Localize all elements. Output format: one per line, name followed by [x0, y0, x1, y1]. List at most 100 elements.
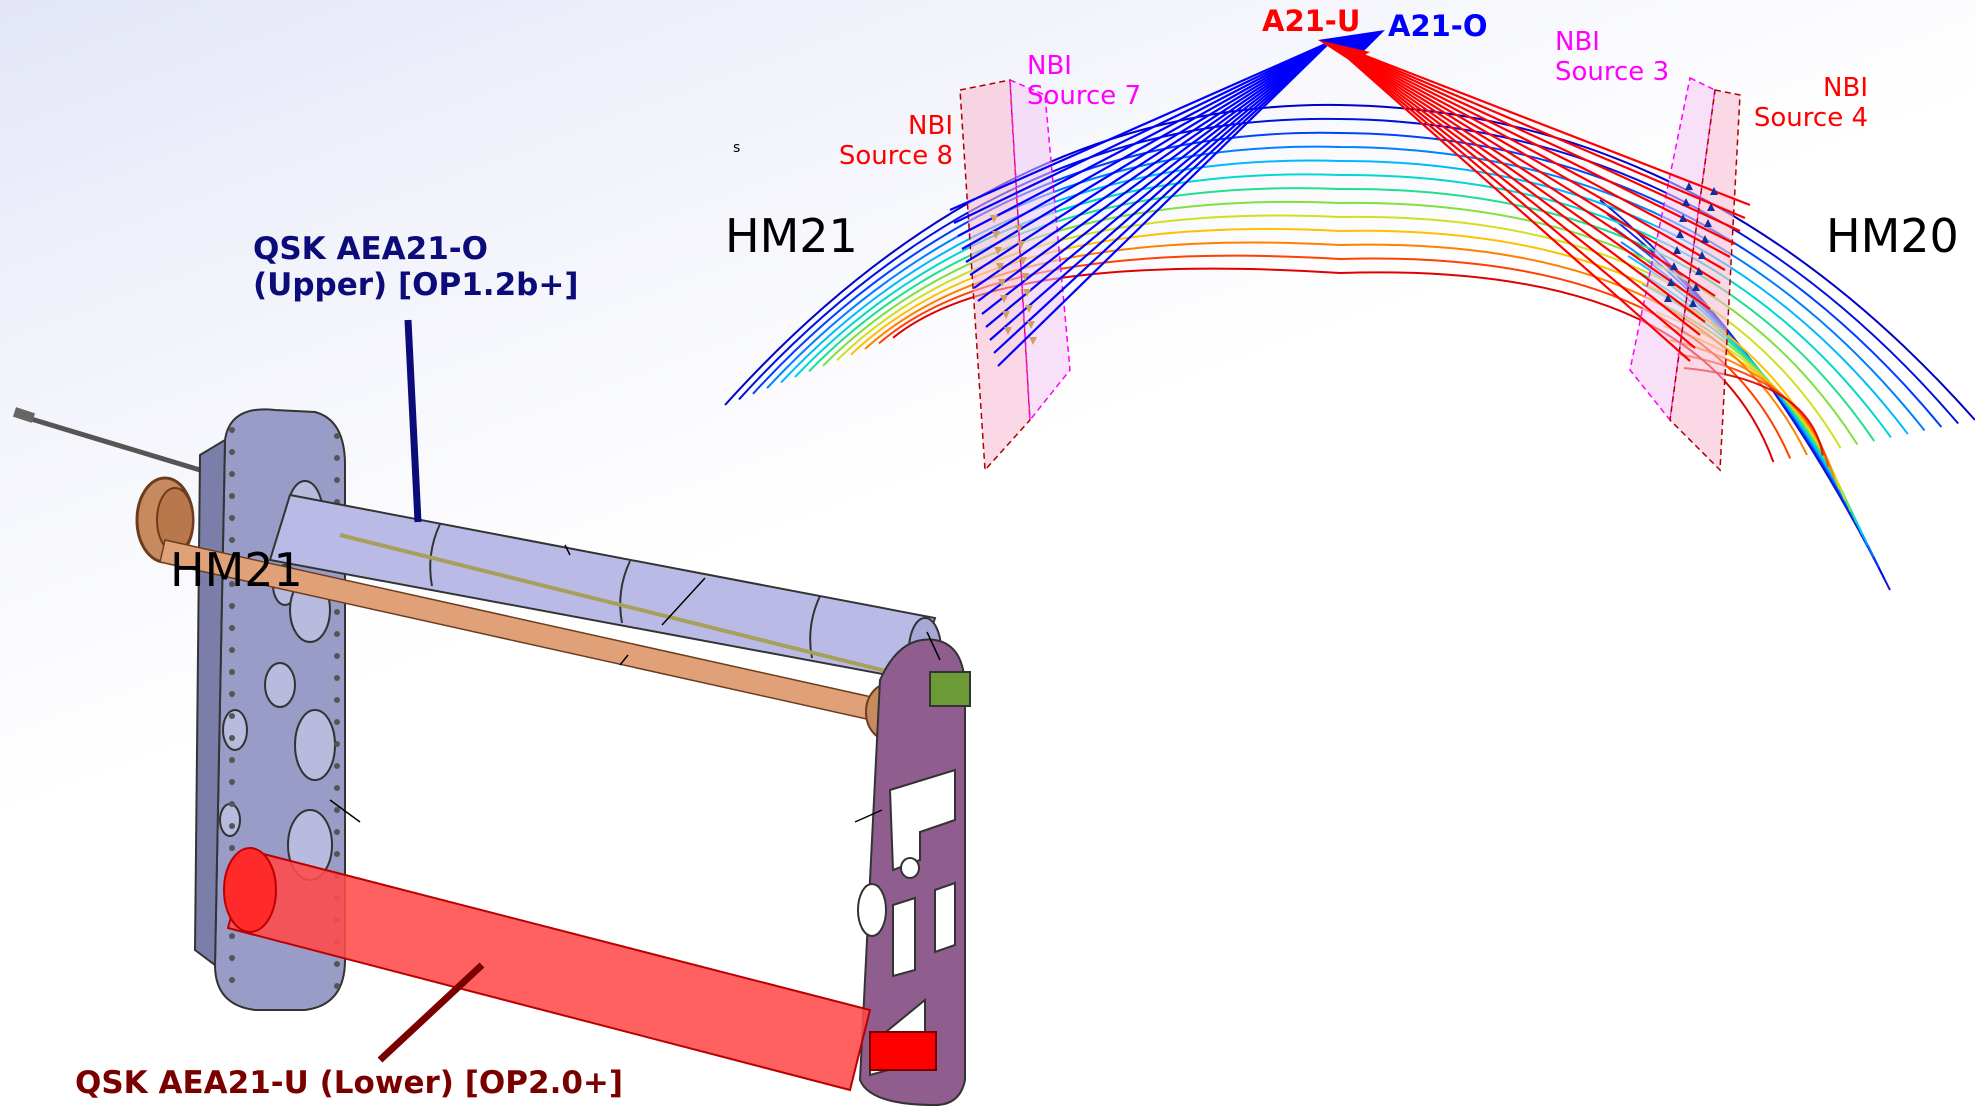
bolt-right-19 [334, 851, 340, 857]
flux-surface-8 [836, 214, 1842, 449]
bolt-left-11 [229, 669, 235, 675]
a21-u-sightline-9 [1329, 41, 1706, 323]
marker-right-a-6 [1667, 278, 1675, 286]
marker-left-a-0 [990, 215, 998, 223]
a21-u-sightline-4 [1329, 41, 1731, 258]
bolt-left-24 [229, 955, 235, 961]
bolt-right-0 [334, 433, 340, 439]
a21-o-sightline-7 [977, 41, 1331, 302]
a21-u-sightline-12 [1329, 41, 1691, 362]
cad-model [12, 319, 971, 1107]
nbi-source-7-beam [1009, 78, 1071, 422]
nbi-source-8-line2: Source 8 [838, 140, 953, 171]
marker-left-a-6 [1002, 311, 1010, 319]
marker-left-a-1 [992, 231, 1000, 239]
marker-right-b-4 [1698, 251, 1706, 259]
bolt-left-15 [229, 757, 235, 763]
a21-u-label: A21-U [1262, 4, 1361, 38]
a21-u-sightlines [1329, 40, 1751, 362]
a21-u-sightline-2 [1329, 41, 1741, 232]
a21-u-sightline-11 [1329, 41, 1696, 349]
a21-u-sightline-10 [1329, 41, 1701, 336]
bolt-left-19 [229, 845, 235, 851]
flux-surface-0 [724, 103, 1975, 421]
bolt-left-7 [229, 581, 235, 587]
hm21-plot-label: HM21 [725, 209, 858, 263]
a21-u-origin-marker [1318, 40, 1370, 62]
bolt-left-8 [229, 603, 235, 609]
nbi-source-3-line2: Source 3 [1555, 56, 1670, 87]
bolt-right-9 [334, 631, 340, 637]
qsk-upper-line2: (Upper) [OP1.2b+] [253, 266, 579, 303]
a21-o-sightline-10 [989, 41, 1331, 341]
a21-o-sightline-11 [993, 41, 1331, 354]
flux-surface-6 [808, 187, 1876, 442]
marker-left-a-3 [996, 263, 1004, 271]
a21-o-sightline-3 [961, 41, 1331, 250]
flux-surface-3 [766, 145, 1926, 432]
marker-left-a-2 [994, 247, 1002, 255]
upper-guide-rail [339, 533, 931, 684]
a21-o-sightline-8 [981, 41, 1331, 315]
nbi-source-3-label: NBI Source 3 [1555, 27, 1670, 88]
marker-right-a-0 [1685, 182, 1693, 190]
flux-surface-4 [780, 159, 1909, 435]
bolt-right-2 [334, 477, 340, 483]
a21-o-sightline-9 [985, 41, 1331, 328]
marker-right-b-7 [1689, 299, 1697, 307]
nbi-source-8-label: NBI Source 8 [833, 111, 953, 172]
marker-right-b-6 [1692, 283, 1700, 291]
a21-o-sightline-0 [949, 40, 1331, 212]
a21-o-sightline-2 [957, 41, 1331, 237]
bolt-right-13 [334, 719, 340, 725]
bolt-left-14 [229, 735, 235, 741]
marker-right-a-7 [1664, 294, 1672, 302]
marker-left-b-5 [1025, 305, 1033, 313]
marker-left-b-7 [1029, 337, 1037, 345]
flux-surface-5 [794, 173, 1892, 439]
nbi-source-7-line1: NBI [1027, 51, 1072, 81]
a21-u-sightline-0 [1329, 40, 1751, 207]
nbi-source-3-line1: NBI [1555, 27, 1600, 57]
nbi-source-7-label: NBI Source 7 [1027, 51, 1142, 112]
bolt-right-16 [334, 785, 340, 791]
marker-left-b-3 [1021, 273, 1029, 281]
marker-left-b-2 [1019, 257, 1027, 265]
marker-right-a-1 [1682, 198, 1690, 206]
bolt-left-25 [229, 977, 235, 983]
bolt-right-14 [334, 741, 340, 747]
bolt-right-15 [334, 763, 340, 769]
lower-end-marker [869, 1031, 937, 1071]
bolt-left-13 [229, 713, 235, 719]
nbi-source-7-line2: Source 7 [1027, 80, 1142, 111]
flux-surface-2 [752, 131, 1943, 428]
marker-right-a-2 [1679, 214, 1687, 222]
marker-right-b-3 [1701, 235, 1709, 243]
a21-o-label: A21-O [1388, 9, 1488, 43]
bolt-left-2 [229, 471, 235, 477]
marker-left-b-1 [1017, 241, 1025, 249]
a21-u-sightline-8 [1329, 41, 1711, 310]
marker-right-b-2 [1704, 219, 1712, 227]
bolt-left-5 [229, 537, 235, 543]
intersection-markers [990, 182, 1718, 345]
marker-left-a-4 [998, 279, 1006, 287]
marker-right-a-5 [1670, 262, 1678, 270]
bolt-right-11 [334, 675, 340, 681]
bolt-left-18 [229, 823, 235, 829]
nbi-beams [959, 76, 1741, 472]
a21-o-sightline-5 [969, 41, 1331, 276]
a21-o-sightline-4 [965, 41, 1331, 263]
bolt-right-24 [334, 961, 340, 967]
marker-right-b-5 [1695, 267, 1703, 275]
bolt-right-18 [334, 829, 340, 835]
marker-left-a-7 [1004, 327, 1012, 335]
a21-o-sightline-1 [953, 41, 1331, 224]
flux-surface-7 [822, 200, 1859, 446]
bolt-left-3 [229, 493, 235, 499]
hm20-plot-label: HM20 [1826, 209, 1959, 263]
flux-surfaces [724, 103, 1975, 591]
hm21-model-label: HM21 [170, 543, 303, 597]
nbi-source-4-beam [1669, 89, 1741, 472]
